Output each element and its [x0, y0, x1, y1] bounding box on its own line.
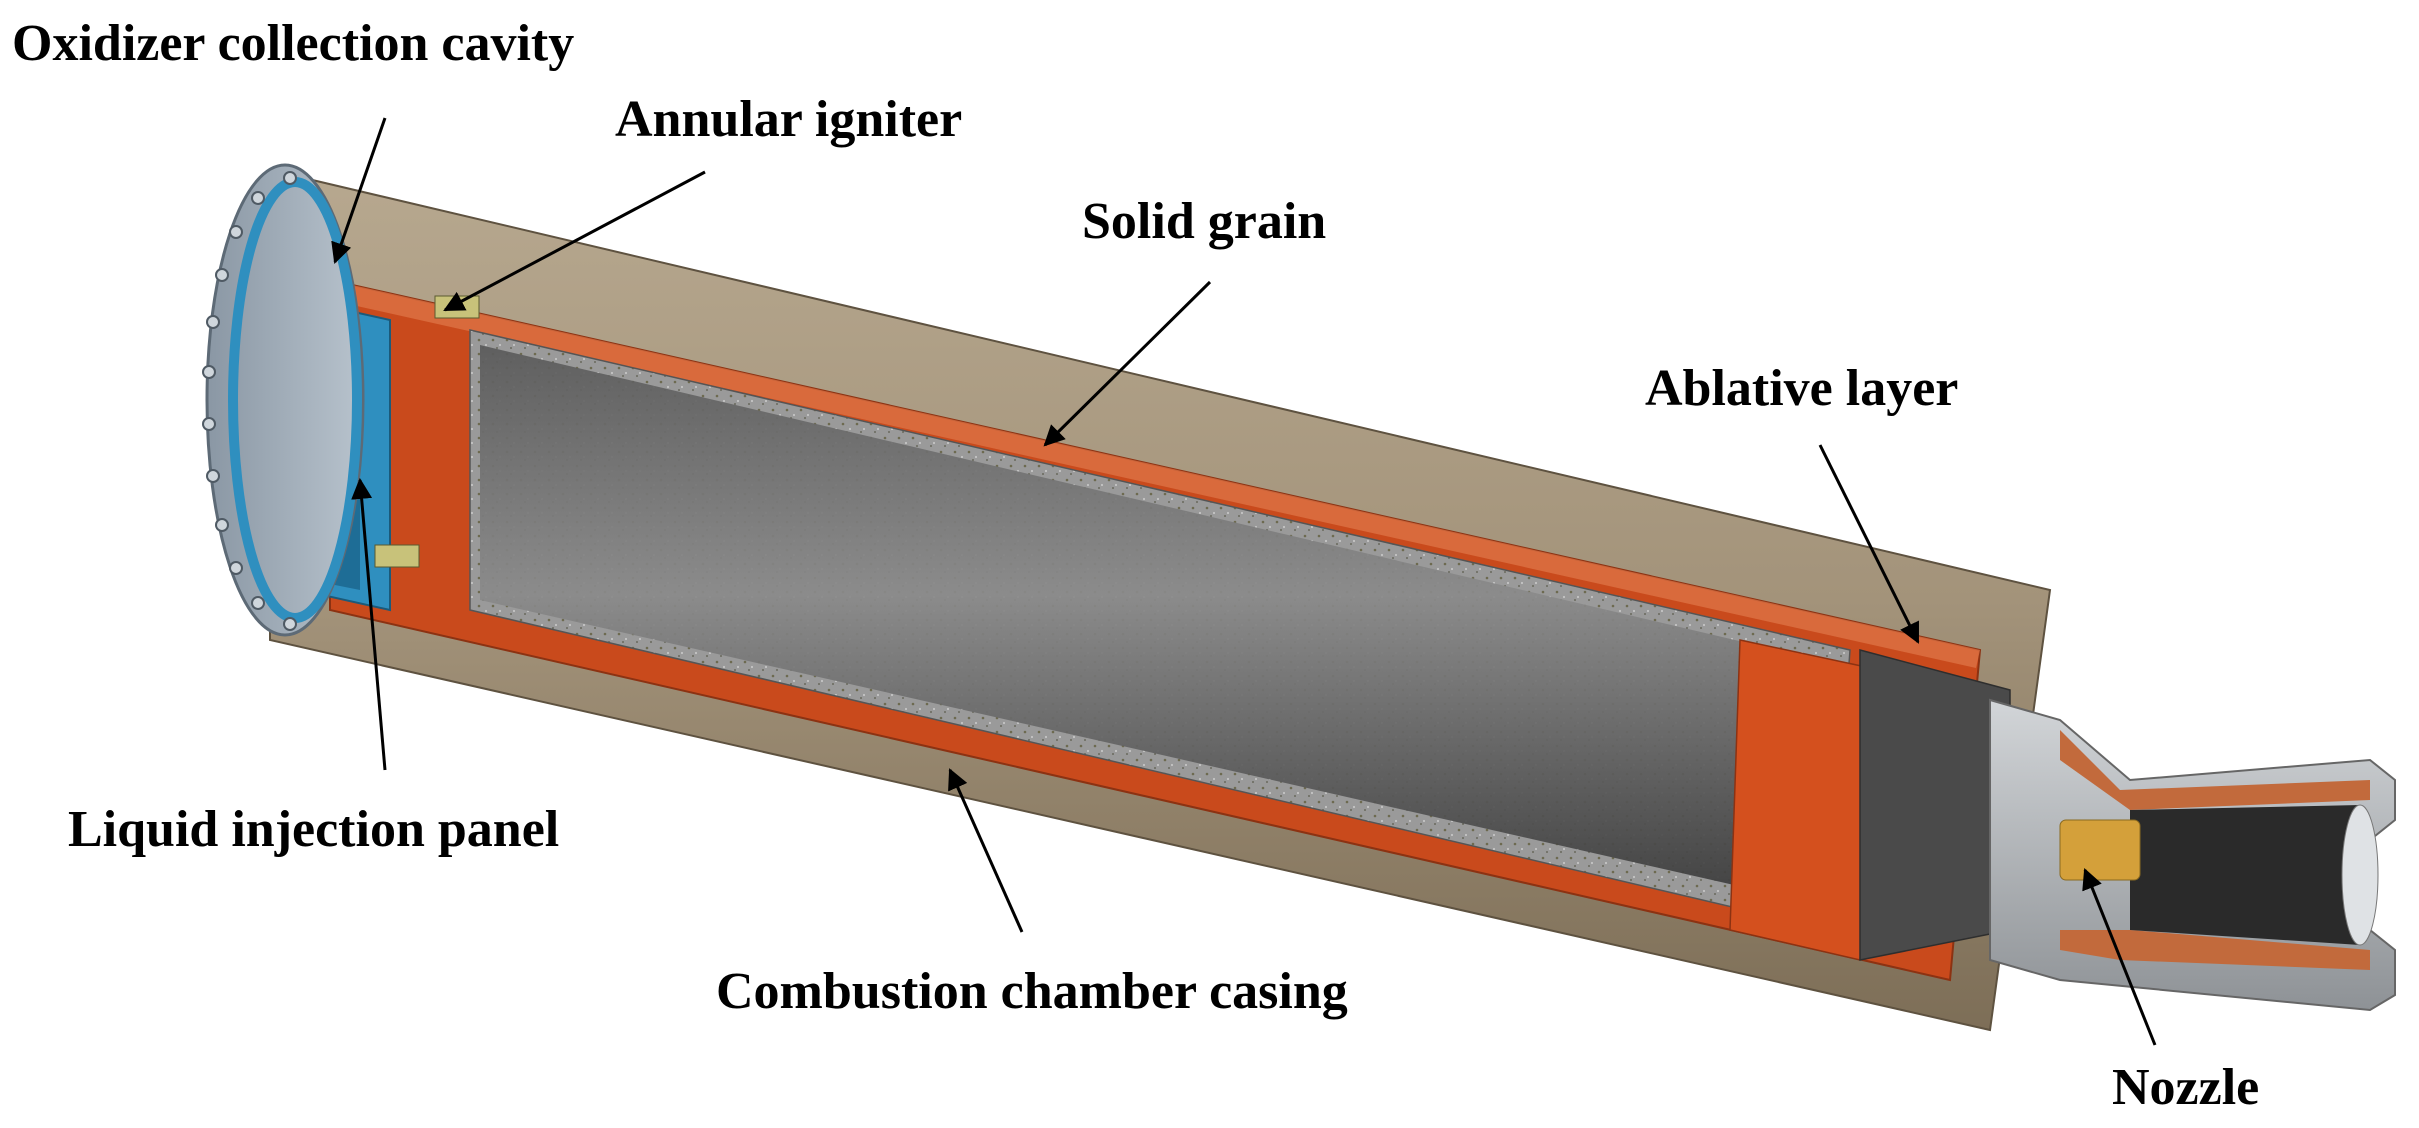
- oxidizer-collection-cavity: [202, 163, 365, 637]
- label-liquid-injection-panel: Liquid injection panel: [68, 801, 560, 858]
- label-solid-grain: Solid grain: [1082, 193, 1327, 250]
- label-nozzle: Nozzle: [2112, 1059, 2260, 1116]
- aft-ablative-ring: [1729, 639, 1881, 961]
- label-combustion-chamber-casing: Combustion chamber casing: [716, 963, 1348, 1020]
- convergent-section: [1859, 649, 2011, 961]
- label-oxidizer-collection-cavity: Oxidizer collection cavity: [12, 15, 575, 72]
- label-ablative-layer: Ablative layer: [1645, 360, 1959, 417]
- arrow-nozzle: [2082, 868, 2157, 1046]
- label-annular-igniter: Annular igniter: [615, 91, 963, 148]
- leader-arrows: [331, 117, 2157, 1046]
- arrow-injection-panel: [351, 477, 387, 771]
- arrow-annular-igniter: [443, 170, 706, 312]
- nozzle: [1989, 698, 2396, 1012]
- arrow-oxidizer-cavity: [331, 117, 387, 264]
- arrow-combustion-casing: [948, 768, 1024, 933]
- arrow-solid-grain: [1043, 280, 1212, 447]
- nozzle-throat-insert: [2059, 819, 2141, 881]
- arrow-ablative-layer: [1818, 444, 1920, 644]
